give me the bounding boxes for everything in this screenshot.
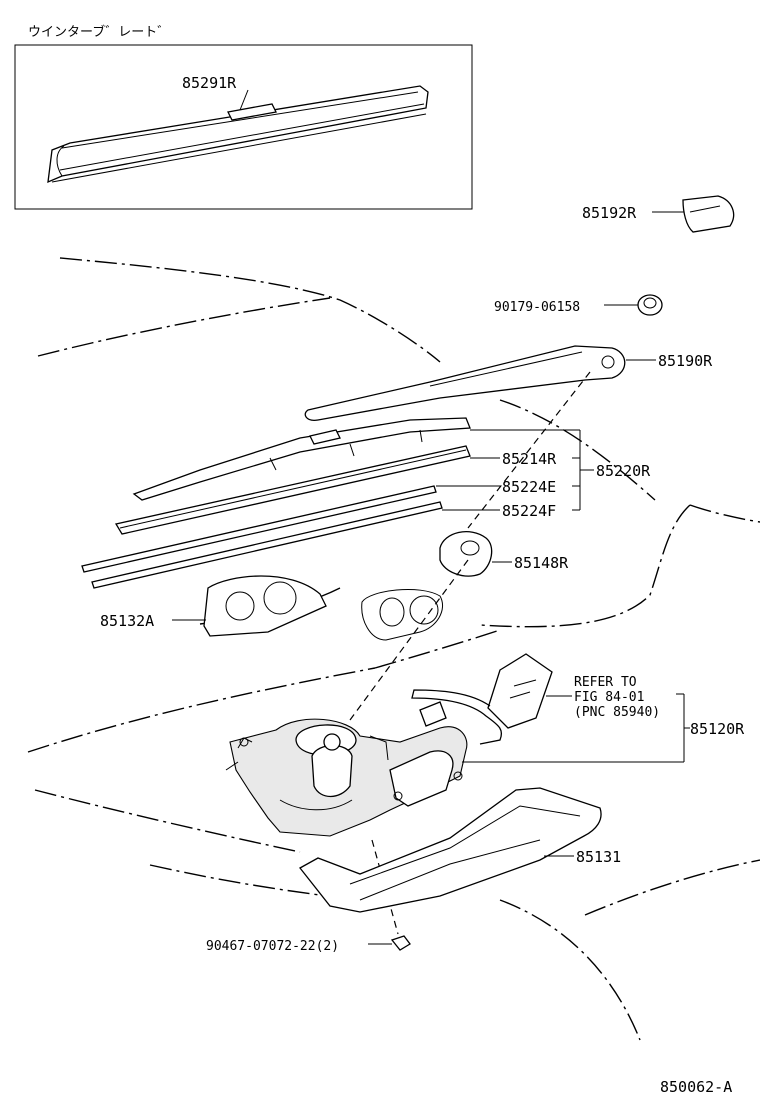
- winter-blade-85291R[interactable]: [47, 85, 429, 184]
- label-85291R: 85291R: [182, 74, 237, 92]
- clip-90467[interactable]: [390, 935, 411, 951]
- label-90179: 90179-06158: [494, 300, 580, 315]
- leader-85291R: [239, 89, 249, 111]
- label-85120R: 85120R: [690, 720, 745, 738]
- inset-winter-blade: ウインターブ゛レート゛ 85291R: [14, 24, 473, 210]
- tray-85131[interactable]: [299, 787, 602, 913]
- label-85214R: 85214R: [502, 450, 557, 468]
- label-90467: 90467-07072-22(2): [206, 939, 339, 954]
- label-85224E: 85224E: [502, 478, 556, 496]
- cover-85132A[interactable]: [203, 575, 327, 637]
- body-openings: [361, 588, 443, 641]
- figure-id: 850062-A: [660, 1078, 732, 1096]
- refer-line3: (PNC 85940): [574, 705, 660, 720]
- refer-line2: FIG 84-01: [574, 690, 644, 705]
- grommet-85148R[interactable]: [439, 531, 493, 577]
- backing-85224F[interactable]: [91, 501, 443, 589]
- label-85224F: 85224F: [502, 502, 556, 520]
- wiper-blade-85214R[interactable]: [132, 417, 471, 501]
- inset-frame: [14, 44, 473, 210]
- wiper-motor-85120R[interactable]: [225, 718, 468, 837]
- label-85220R: 85220R: [596, 462, 651, 480]
- label-85148R: 85148R: [514, 554, 569, 572]
- body-outline: [27, 257, 760, 1041]
- wiper-arm-85190R[interactable]: [304, 345, 626, 421]
- nut-90179[interactable]: [637, 294, 663, 316]
- refer-line1: REFER TO: [574, 675, 637, 690]
- cap-85192R[interactable]: [682, 195, 735, 233]
- bracket-85120R: [462, 693, 690, 763]
- label-85132A: 85132A: [100, 612, 154, 630]
- blade-rubber-85224E[interactable]: [114, 445, 471, 535]
- backing-85224E[interactable]: [81, 485, 437, 573]
- label-85190R: 85190R: [658, 352, 713, 370]
- label-85131: 85131: [576, 848, 621, 866]
- wire-harness[interactable]: [411, 653, 553, 745]
- bracket-85220R: [436, 429, 594, 511]
- label-85192R: 85192R: [582, 204, 637, 222]
- inset-caption: ウインターブ゛レート゛: [28, 24, 170, 40]
